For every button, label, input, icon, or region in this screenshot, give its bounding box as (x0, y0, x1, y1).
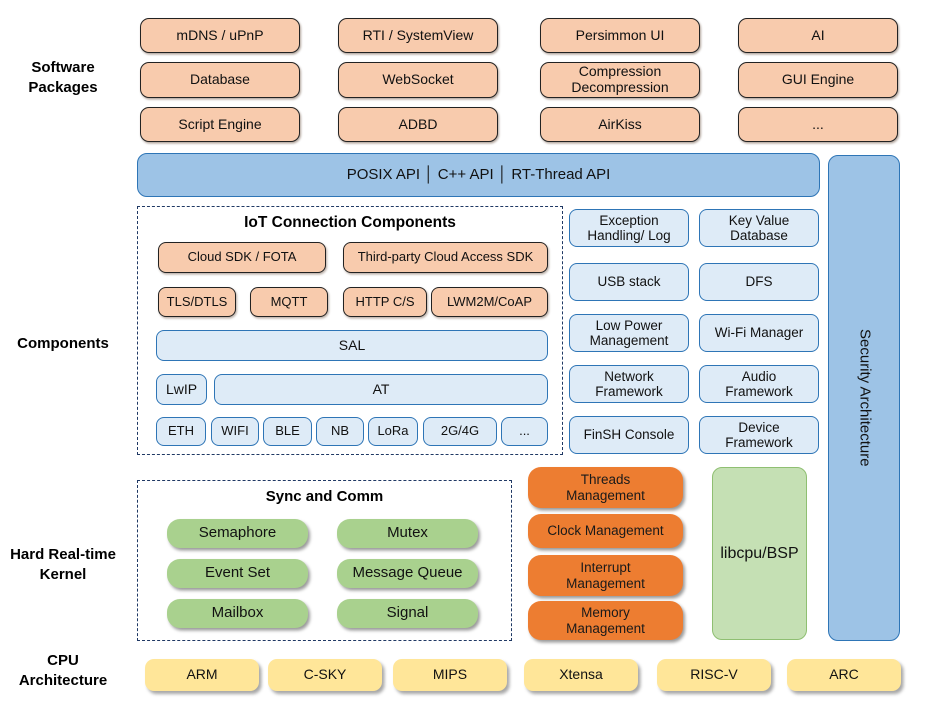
kernel-mailbox: Mailbox (167, 599, 308, 628)
pkg-compression-decompression: Compression Decompression (540, 62, 700, 98)
kernel-mutex: Mutex (337, 519, 478, 548)
libcpu-bsp-box: libcpu/BSP (712, 467, 807, 640)
component-audio-framework: Audio Framework (699, 365, 819, 403)
pkg-adbd: ADBD (338, 107, 498, 142)
http-cs-box: HTTP C/S (343, 287, 427, 317)
component-exception-log: Exception Handling/ Log (569, 209, 689, 247)
pkg-persimmon-ui: Persimmon UI (540, 18, 700, 53)
lwm2m-coap-box: LWM2M/CoAP (431, 287, 548, 317)
link-ble-box: BLE (263, 417, 312, 446)
label-software-packages: Software Packages (28, 59, 98, 96)
kernel-interrupt-management: Interrupt Management (528, 555, 683, 596)
tls-dtls-box: TLS/DTLS (158, 287, 236, 317)
cpu-c-sky: C-SKY (268, 659, 382, 691)
kernel-signal: Signal (337, 599, 478, 628)
sync-and-comm-title: Sync and Comm (265, 488, 384, 505)
kernel-message-queue: Message Queue (337, 559, 478, 588)
third-party-cloud-sdk-box: Third-party Cloud Access SDK (343, 242, 548, 273)
pkg-ai: AI (738, 18, 898, 53)
pkg-airkiss: AirKiss (540, 107, 700, 142)
pkg-script-engine: Script Engine (140, 107, 300, 142)
component-low-power: Low Power Management (569, 314, 689, 352)
pkg-websocket: WebSocket (338, 62, 498, 98)
component-dfs: DFS (699, 263, 819, 301)
link-eth-box: ETH (156, 417, 206, 446)
iot-connection-components-box: IoT Connection Components Cloud SDK / FO… (137, 206, 563, 455)
lwip-box: LwIP (156, 374, 207, 405)
link-lora-box: LoRa (368, 417, 418, 446)
label-cpu-architecture: CPU Architecture (18, 652, 108, 689)
component-usb-stack: USB stack (569, 263, 689, 301)
link-more-box: ... (501, 417, 548, 446)
sal-box: SAL (156, 330, 548, 361)
kernel-event-set: Event Set (167, 559, 308, 588)
cpu-mips: MIPS (393, 659, 507, 691)
cloud-sdk-fota-box: Cloud SDK / FOTA (158, 242, 326, 273)
component-network-framework: Network Framework (569, 365, 689, 403)
at-box: AT (214, 374, 548, 405)
cpu-arm: ARM (145, 659, 259, 691)
component-key-value-db: Key Value Database (699, 209, 819, 247)
label-components: Components (17, 335, 109, 352)
component-device-framework: Device Framework (699, 416, 819, 454)
pkg-database: Database (140, 62, 300, 98)
security-architecture-bar: Security Architecture (828, 155, 900, 641)
link-nb-box: NB (316, 417, 364, 446)
pkg-gui-engine: GUI Engine (738, 62, 898, 98)
api-layer-bar: POSIX API │ C++ API │ RT-Thread API (137, 153, 820, 197)
cpu-risc-v: RISC-V (657, 659, 771, 691)
label-hard-real-time-kernel: Hard Real-time Kernel (10, 546, 116, 583)
sync-and-comm-box: Sync and Comm Semaphore Mutex Event Set … (137, 480, 512, 641)
kernel-threads-management: Threads Management (528, 467, 683, 508)
mqtt-box: MQTT (250, 287, 328, 317)
link-wifi-box: WIFI (211, 417, 259, 446)
component-finsh-console: FinSH Console (569, 416, 689, 454)
pkg-more: ... (738, 107, 898, 142)
iot-components-title: IoT Connection Components (244, 214, 456, 231)
kernel-memory-management: Memory Management (528, 601, 683, 640)
kernel-semaphore: Semaphore (167, 519, 308, 548)
component-wifi-manager: Wi-Fi Manager (699, 314, 819, 352)
cpu-xtensa: Xtensa (524, 659, 638, 691)
pkg-mdns-upnp: mDNS / uPnP (140, 18, 300, 53)
pkg-rti-systemview: RTI / SystemView (338, 18, 498, 53)
link-2g4g-box: 2G/4G (423, 417, 497, 446)
cpu-arc: ARC (787, 659, 901, 691)
kernel-clock-management: Clock Management (528, 514, 683, 548)
